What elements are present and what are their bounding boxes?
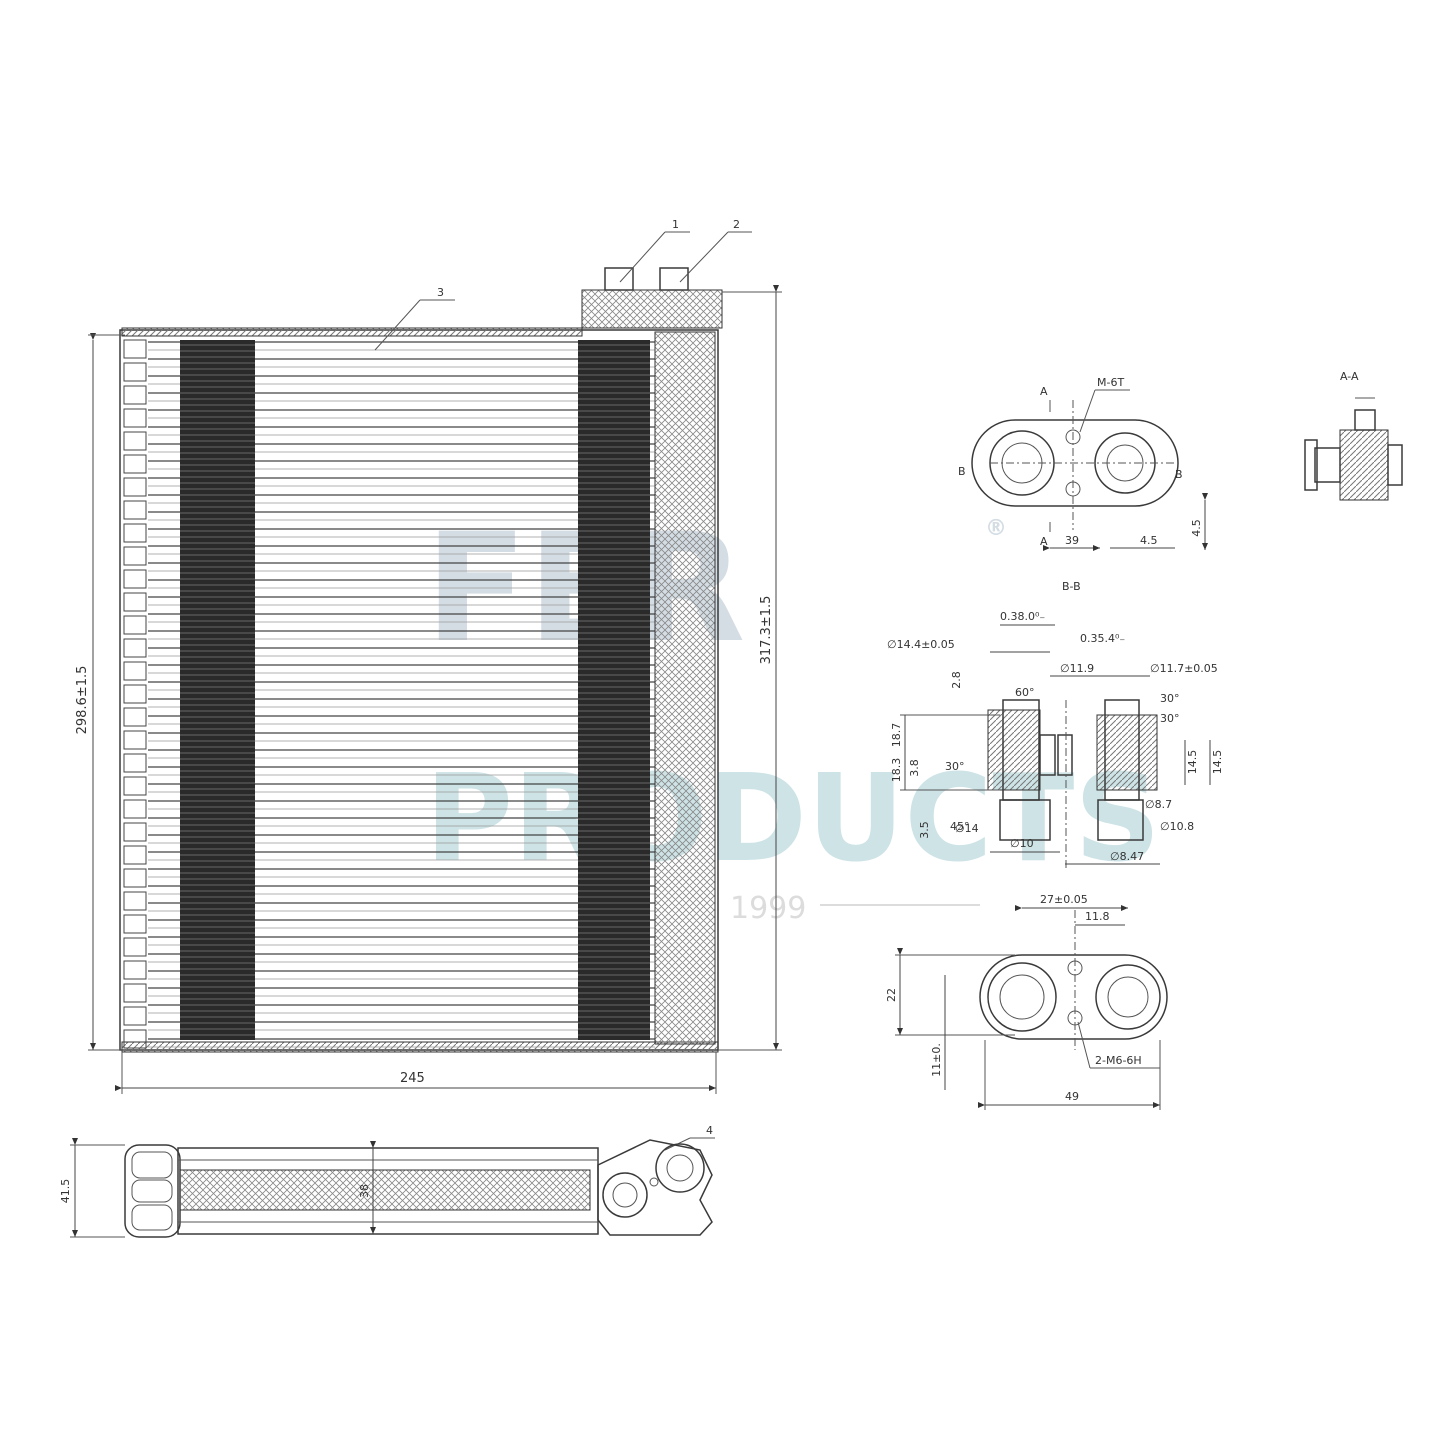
fb-dim-height: 22 — [885, 988, 898, 1002]
dark-band-left — [180, 340, 255, 1040]
flange-thread: M-6T — [1097, 376, 1124, 389]
outlet-pipe — [659, 267, 689, 291]
bb-angle-30b: 30° — [1160, 712, 1180, 725]
flange-label-a-top: A — [1040, 385, 1048, 398]
bb-chamfer-top: 2.8 — [950, 671, 963, 689]
watermark-year: 1999 — [730, 891, 806, 926]
bb-d-bottom-right1: ∅8.7 — [1145, 798, 1172, 811]
flange-dim-side: 4.5 — [1190, 519, 1203, 537]
bb-h-left1: 18.7 — [890, 723, 903, 748]
watermark: FER ® PRODUCTS 1999 — [425, 502, 1161, 926]
left-tank — [123, 339, 147, 1049]
bb-d-inner-left: ∅11.9 — [1060, 662, 1094, 675]
watermark-registered: ® — [985, 516, 1007, 541]
bb-d-outer-left: ∅14.4±0.05 — [887, 638, 955, 651]
dim-height-left: 298.6±1.5 — [75, 666, 90, 735]
bb-d-bottom-right2: ∅10.8 — [1160, 820, 1194, 833]
section-aa-title: A-A — [1340, 370, 1359, 383]
callout-1: 1 — [672, 218, 679, 231]
flange-bottom-view: 27±0.05 11.8 22 11±0. 49 2-M6-6H — [885, 893, 1168, 1110]
bb-d-small: ∅14 — [955, 822, 979, 835]
dim-height-right: 317.3±1.5 — [759, 596, 774, 665]
bb-groove-right: 0.35.4⁰₋ — [1080, 632, 1125, 645]
bb-h-left3: 3.5 — [918, 821, 931, 839]
flange-dim-offset: 4.5 — [1140, 534, 1158, 547]
dark-band-right — [578, 340, 650, 1040]
bb-angle-60: 60° — [1015, 686, 1035, 699]
bb-angle-45: 45° — [950, 820, 970, 833]
fb-holes: 2-M6-6H — [1095, 1054, 1142, 1067]
fb-dim-width: 49 — [1065, 1090, 1079, 1103]
top-flange-block — [581, 289, 723, 329]
inlet-pipe — [604, 267, 634, 291]
bb-angle-30a: 30° — [1160, 692, 1180, 705]
bb-h-left2: 18.3 — [890, 758, 903, 783]
fb-dim-top2: 11.8 — [1085, 910, 1110, 923]
dim-depth: 41.5 — [59, 1179, 72, 1204]
section-bb-title: B-B — [1062, 580, 1081, 593]
dim-core: 38 — [358, 1184, 371, 1198]
flange-label-b-right: B — [1175, 468, 1183, 481]
callout-3: 3 — [437, 286, 444, 299]
bb-h-right1: 14.5 — [1186, 750, 1199, 775]
main-dimensions: 298.6±1.5 317.3±1.5 245 — [75, 285, 782, 1094]
callout-2: 2 — [733, 218, 740, 231]
bb-angle-30c: 30° — [945, 760, 965, 773]
flange-top-view: A A B B M-6T 39 4.5 4.5 — [958, 376, 1208, 551]
flange-label-a-bottom: A — [1040, 535, 1048, 548]
dim-width: 245 — [400, 1071, 425, 1086]
bb-d-outer-right: ∅11.7±0.05 — [1150, 662, 1218, 675]
fb-dim-lower: 11±0. — [930, 1043, 943, 1077]
bb-h-right2: 14.5 — [1211, 750, 1224, 775]
bb-h-left4: 3.8 — [908, 759, 921, 777]
section-bb: B-B ∅14.4±0.05 ∅11.7±0.05 ∅11.9 0.38.0⁰₋… — [887, 580, 1224, 870]
bb-d-bottom-left: ∅10 — [1010, 837, 1034, 850]
bb-d-bottom-mid: ∅8.47 — [1110, 850, 1144, 863]
flange-label-b-left: B — [958, 465, 966, 478]
right-header — [654, 331, 716, 1045]
callout-4: 4 — [706, 1124, 713, 1137]
flange-dim-spacing: 39 — [1065, 534, 1079, 547]
part-callouts: 1 2 3 4 — [374, 218, 752, 1151]
section-aa: A-A — [1304, 370, 1403, 501]
fb-dim-top1: 27±0.05 — [1040, 893, 1088, 906]
evaporator-bottom-view: 41.5 38 — [59, 1138, 713, 1238]
evaporator-front-view — [119, 267, 723, 1053]
bb-groove-left: 0.38.0⁰₋ — [1000, 610, 1045, 623]
